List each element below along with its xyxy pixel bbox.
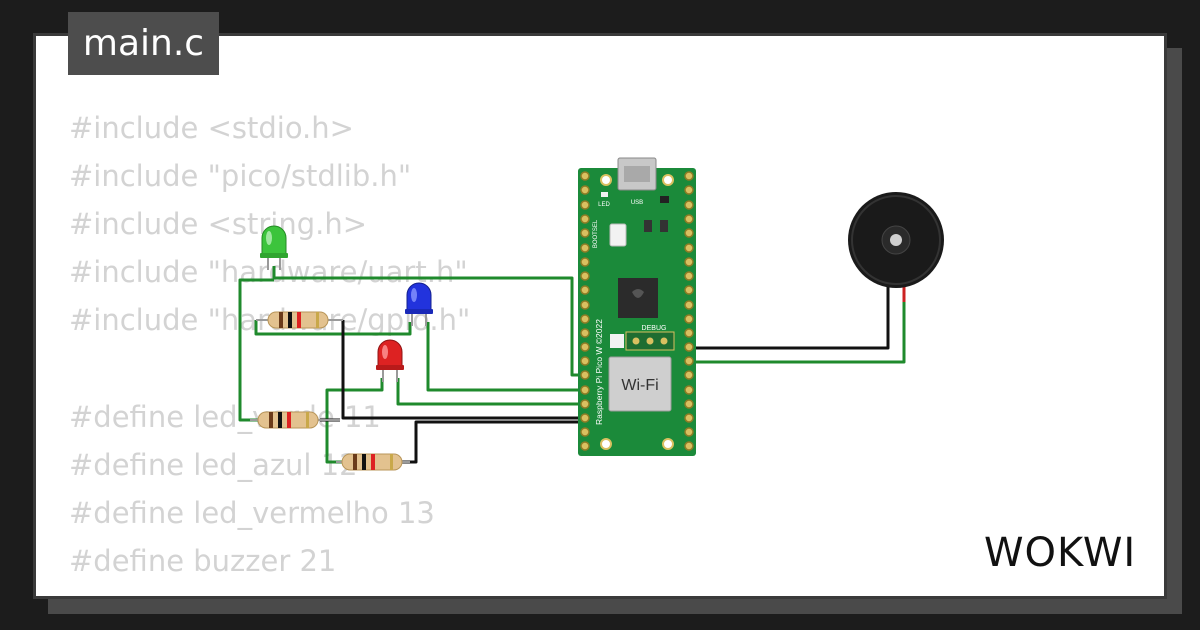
usb-label: USB [631,200,643,206]
wire-buzzer-black [688,300,890,350]
resistor-3[interactable] [336,453,410,471]
wifi-label: Wi-Fi [621,377,658,394]
code-line: #include <stdio.h> [69,111,354,145]
led-green[interactable] [260,225,288,270]
wire-green-led [272,266,585,377]
debug-label: DEBUG [642,325,667,332]
code-line: #include "pico/stdlib.h" [69,159,412,194]
code-preview: #include <stdio.h> #include "pico/stdlib… [69,104,470,585]
file-tab[interactable]: main.c [68,12,219,75]
led-blue[interactable] [405,282,433,326]
wire-red-to-resistor [325,378,384,464]
resistor-2[interactable] [250,411,340,429]
led-label: LED [598,202,610,208]
bootsel-label: BOOTSEL [593,219,599,248]
code-line: #include "hardware/uart.h" [69,255,468,290]
pico-w-board[interactable]: Wi-Fi LED USB DEBUG BOOTSEL Raspberry Pi… [578,157,696,456]
led-red[interactable] [376,339,404,382]
bootsel-button[interactable] [609,223,627,247]
wire-green-resistor [238,278,274,402]
wire-red-led [396,378,585,406]
code-line: #define led_azul 12 [69,447,358,482]
wire-blue-led [426,322,585,392]
resistor-1[interactable] [256,311,343,329]
wokwi-logo-text: WOKWI [984,530,1136,576]
wire-ground-2 [400,420,585,464]
wifi-module [608,356,672,412]
code-line: #define led_vermelho 13 [69,495,435,530]
wire-ground-1 [341,320,585,420]
wire-green-resistor-bottom [238,402,258,422]
board-name: Raspberry Pi Pico W ©2022 [594,319,604,425]
code-line: #define buzzer 21 [69,543,337,578]
wokwi-logo: WOKWI [984,530,1136,576]
wire-blue-resistor [254,320,412,336]
buzzer[interactable] [848,192,944,302]
wire-buzzer-green [688,300,906,364]
code-line: #include <string.h> [69,207,368,242]
